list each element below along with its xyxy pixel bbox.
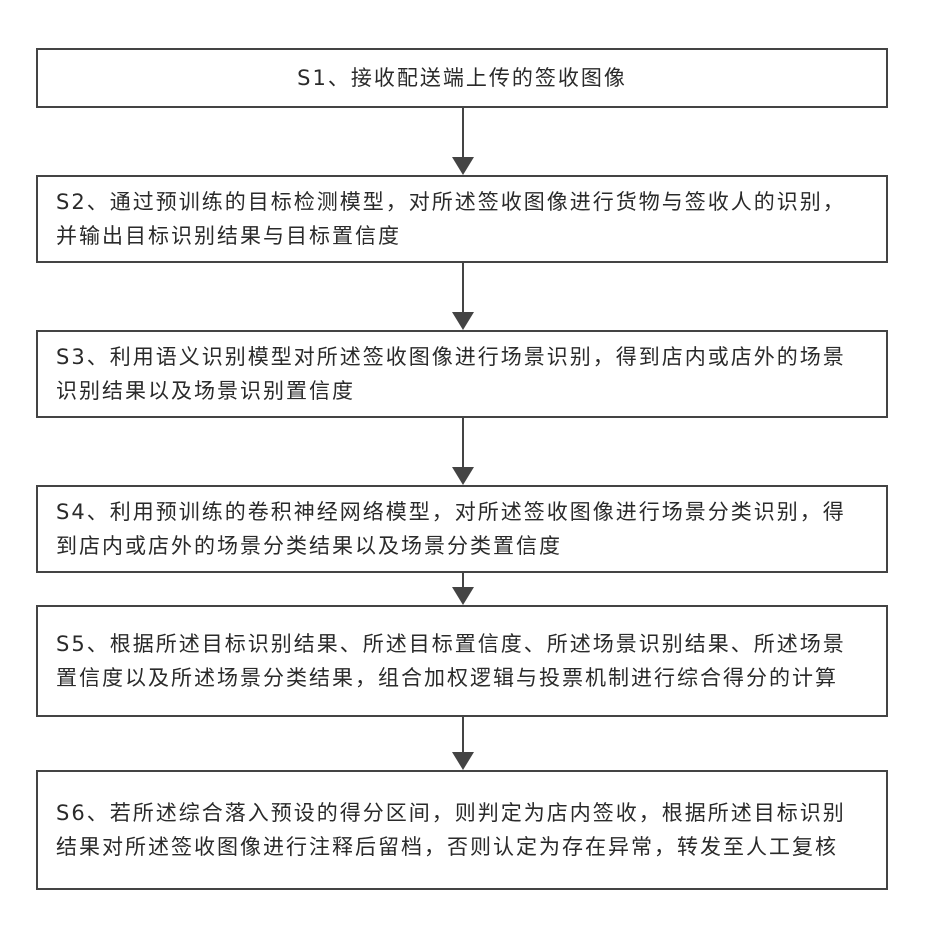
step-s5-box: S5、根据所述目标识别结果、所述目标置信度、所述场景识别结果、所述场景置信度以及…: [36, 605, 888, 717]
arrow-head: [452, 587, 474, 605]
step-s3-box: S3、利用语义识别模型对所述签收图像进行场景识别，得到店内或店外的场景识别结果以…: [36, 330, 888, 418]
arrow-s5-to-s6: [452, 717, 474, 770]
step-s1-box: S1、接收配送端上传的签收图像: [36, 48, 888, 108]
step-s6-box: S6、若所述综合落入预设的得分区间，则判定为店内签收，根据所述目标识别结果对所述…: [36, 770, 888, 890]
step-s4-box: S4、利用预训练的卷积神经网络模型，对所述签收图像进行场景分类识别，得到店内或店…: [36, 485, 888, 573]
arrow-head: [452, 312, 474, 330]
step-s2-box: S2、通过预训练的目标检测模型，对所述签收图像进行货物与签收人的识别，并输出目标…: [36, 175, 888, 263]
arrow-s3-to-s4: [452, 418, 474, 485]
step-s5-text: S5、根据所述目标识别结果、所述目标置信度、所述场景识别结果、所述场景置信度以及…: [56, 627, 868, 695]
arrow-shaft: [462, 418, 464, 468]
arrow-head: [452, 467, 474, 485]
arrow-head: [452, 752, 474, 770]
arrow-s1-to-s2: [452, 108, 474, 175]
arrow-shaft: [462, 717, 464, 753]
arrow-s4-to-s5: [452, 573, 474, 605]
step-s6-text: S6、若所述综合落入预设的得分区间，则判定为店内签收，根据所述目标识别结果对所述…: [56, 796, 868, 864]
step-s2-text: S2、通过预训练的目标检测模型，对所述签收图像进行货物与签收人的识别，并输出目标…: [56, 185, 868, 253]
arrow-shaft: [462, 108, 464, 158]
step-s1-text: S1、接收配送端上传的签收图像: [297, 61, 627, 95]
step-s4-text: S4、利用预训练的卷积神经网络模型，对所述签收图像进行场景分类识别，得到店内或店…: [56, 495, 868, 563]
arrow-shaft: [462, 263, 464, 313]
arrow-head: [452, 157, 474, 175]
arrow-s2-to-s3: [452, 263, 474, 330]
step-s3-text: S3、利用语义识别模型对所述签收图像进行场景识别，得到店内或店外的场景识别结果以…: [56, 340, 868, 408]
